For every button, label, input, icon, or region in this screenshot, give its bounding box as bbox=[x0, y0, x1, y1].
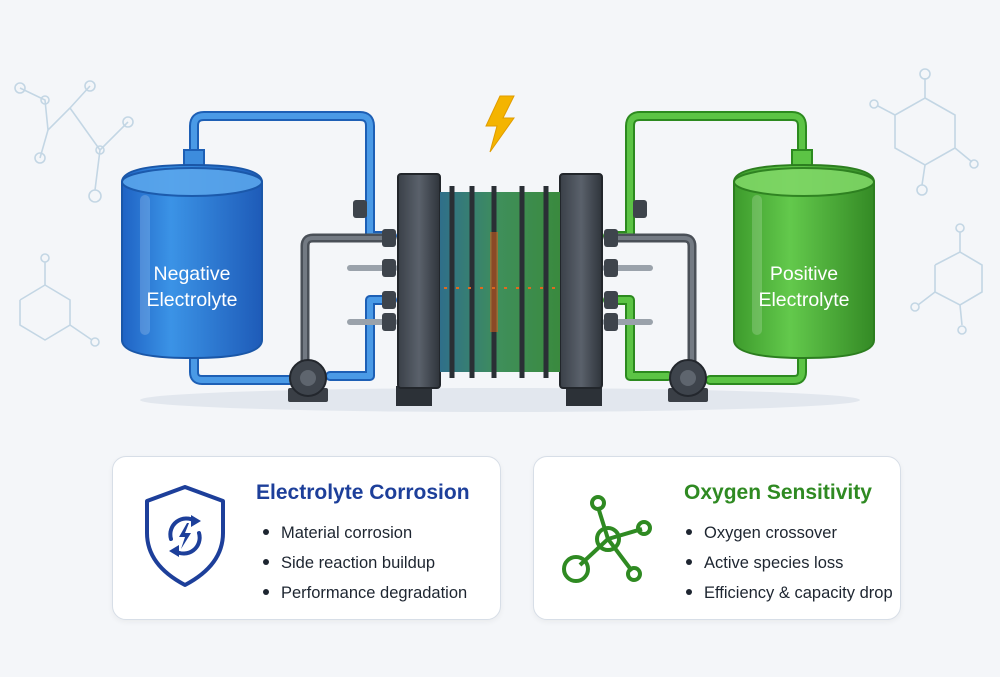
negative-tank-label-line1: Negative bbox=[154, 263, 231, 285]
corrosion-list: Material corrosion Side reaction buildup… bbox=[263, 523, 467, 613]
oxygen-title: Oxygen Sensitivity bbox=[684, 481, 872, 505]
pump-icon bbox=[668, 360, 708, 402]
oxygen-sensitivity-card: Oxygen Sensitivity Oxygen crossover Acti… bbox=[533, 456, 901, 620]
positive-tank-label-line1: Positive bbox=[770, 263, 838, 285]
oxygen-list: Oxygen crossover Active species loss Eff… bbox=[686, 523, 893, 613]
list-item: Efficiency & capacity drop bbox=[686, 583, 893, 613]
decorative-molecule-icon bbox=[15, 81, 133, 202]
negative-tank-label-line2: Electrolyte bbox=[146, 289, 237, 311]
corrosion-title: Electrolyte Corrosion bbox=[256, 481, 470, 505]
shield-icon bbox=[135, 481, 235, 591]
decorative-molecule-icon bbox=[911, 224, 982, 334]
negative-electrolyte-tank: Negative Electrolyte bbox=[122, 150, 262, 358]
molecule-icon bbox=[556, 481, 656, 591]
pump-icon bbox=[288, 360, 328, 402]
list-item: Side reaction buildup bbox=[263, 553, 467, 583]
decorative-molecule-icon bbox=[20, 254, 99, 346]
positive-electrolyte-tank: Positive Electrolyte bbox=[734, 150, 874, 358]
list-item: Material corrosion bbox=[263, 523, 467, 553]
positive-tank-label-line2: Electrolyte bbox=[758, 289, 849, 311]
decorative-molecule-icon bbox=[870, 69, 978, 195]
list-item: Oxygen crossover bbox=[686, 523, 893, 553]
electrolyte-corrosion-card: Electrolyte Corrosion Material corrosion… bbox=[112, 456, 501, 620]
lightning-bolt-icon bbox=[486, 96, 514, 152]
list-item: Active species loss bbox=[686, 553, 893, 583]
list-item: Performance degradation bbox=[263, 583, 467, 613]
cell-stack bbox=[396, 174, 602, 406]
